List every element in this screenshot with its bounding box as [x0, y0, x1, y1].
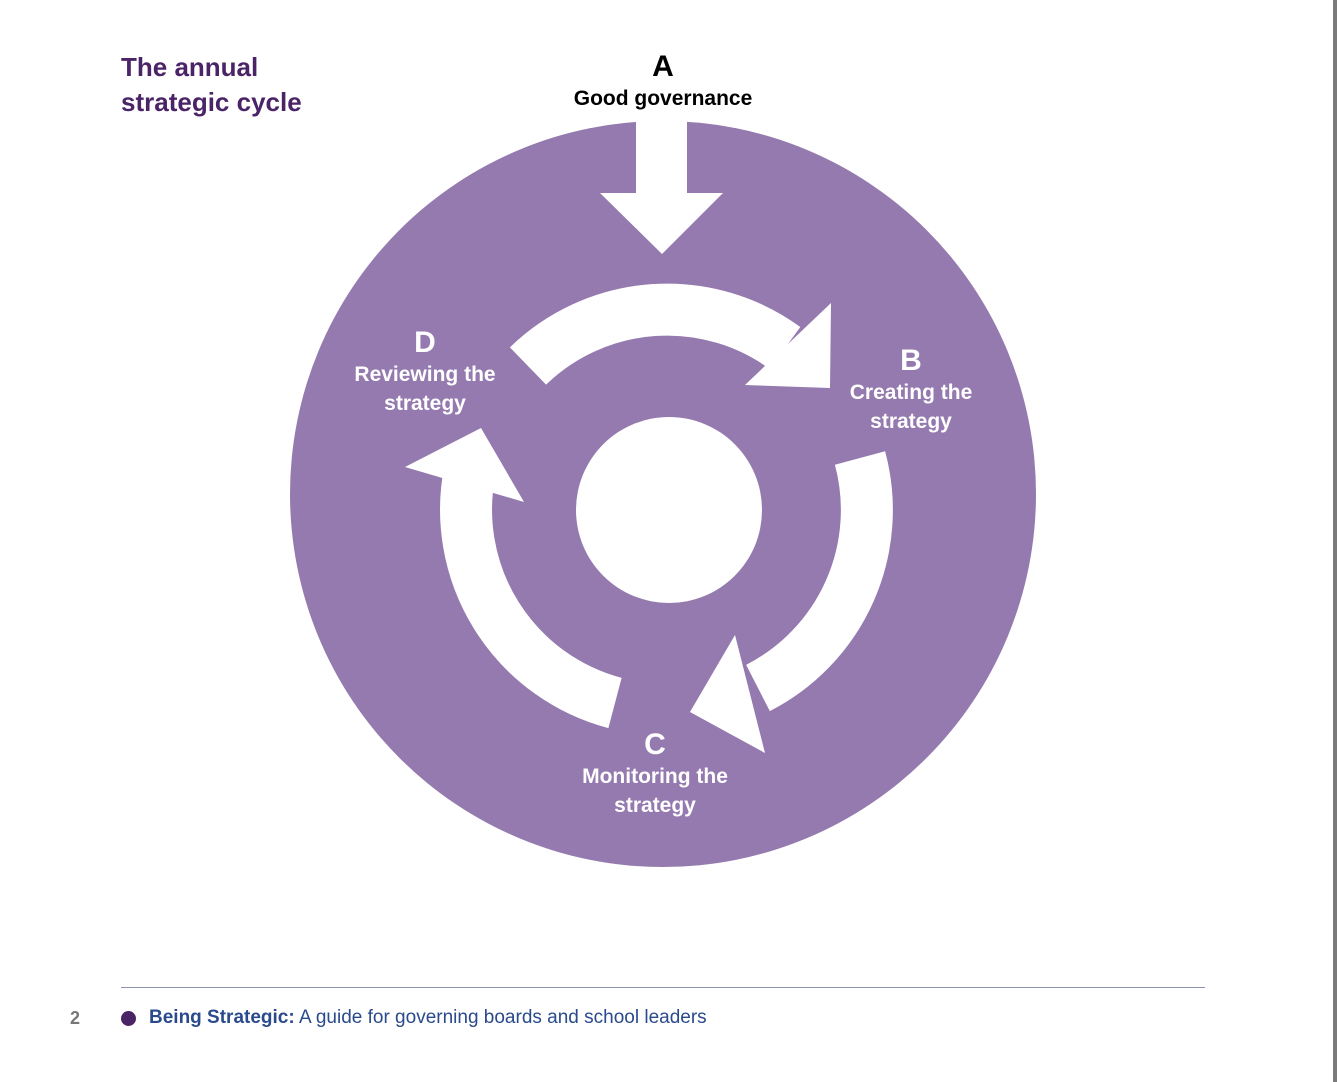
stage-b-letter: B: [900, 344, 922, 377]
title-line-1: The annual: [121, 52, 259, 82]
footer-text: Being Strategic: A guide for governing b…: [149, 1007, 707, 1029]
stage-c-label: C Monitoring the strategy: [582, 728, 728, 820]
stage-a-letter: A: [652, 50, 674, 83]
governance-down-arrow: [600, 118, 723, 254]
stage-b-line-1: Creating the: [849, 381, 973, 404]
stage-b-label: B Creating the strategy: [850, 344, 973, 436]
stage-d-letter: D: [414, 326, 436, 359]
arrow-c-to-d: [405, 428, 623, 729]
stage-c-line-1: Monitoring the: [582, 765, 728, 788]
arrow-b-to-c: [690, 451, 893, 753]
footer-divider: [121, 987, 1205, 988]
stage-d-label: D Reviewing the strategy: [354, 326, 495, 418]
stage-b-line-2: strategy: [870, 410, 952, 433]
page-number: 2: [70, 1008, 81, 1028]
stage-d-line-2: strategy: [384, 392, 466, 415]
center-circle: [576, 417, 762, 603]
page-title: The annual strategic cycle: [121, 50, 302, 120]
stage-c-letter: C: [644, 728, 666, 761]
bullet-dot-icon: [121, 1011, 136, 1026]
title-line-2: strategic cycle: [121, 87, 302, 117]
stage-c-line-2: strategy: [614, 794, 696, 817]
arrow-d-to-b: [509, 283, 831, 388]
stage-a-text: Good governance: [573, 87, 753, 110]
page-edge: [1333, 0, 1337, 1082]
publication-title: Being Strategic:: [149, 1007, 295, 1028]
publication-subtitle: A guide for governing boards and school …: [298, 1007, 707, 1028]
stage-d-line-1: Reviewing the: [354, 363, 496, 386]
stage-a-label: A Good governance: [574, 50, 753, 113]
